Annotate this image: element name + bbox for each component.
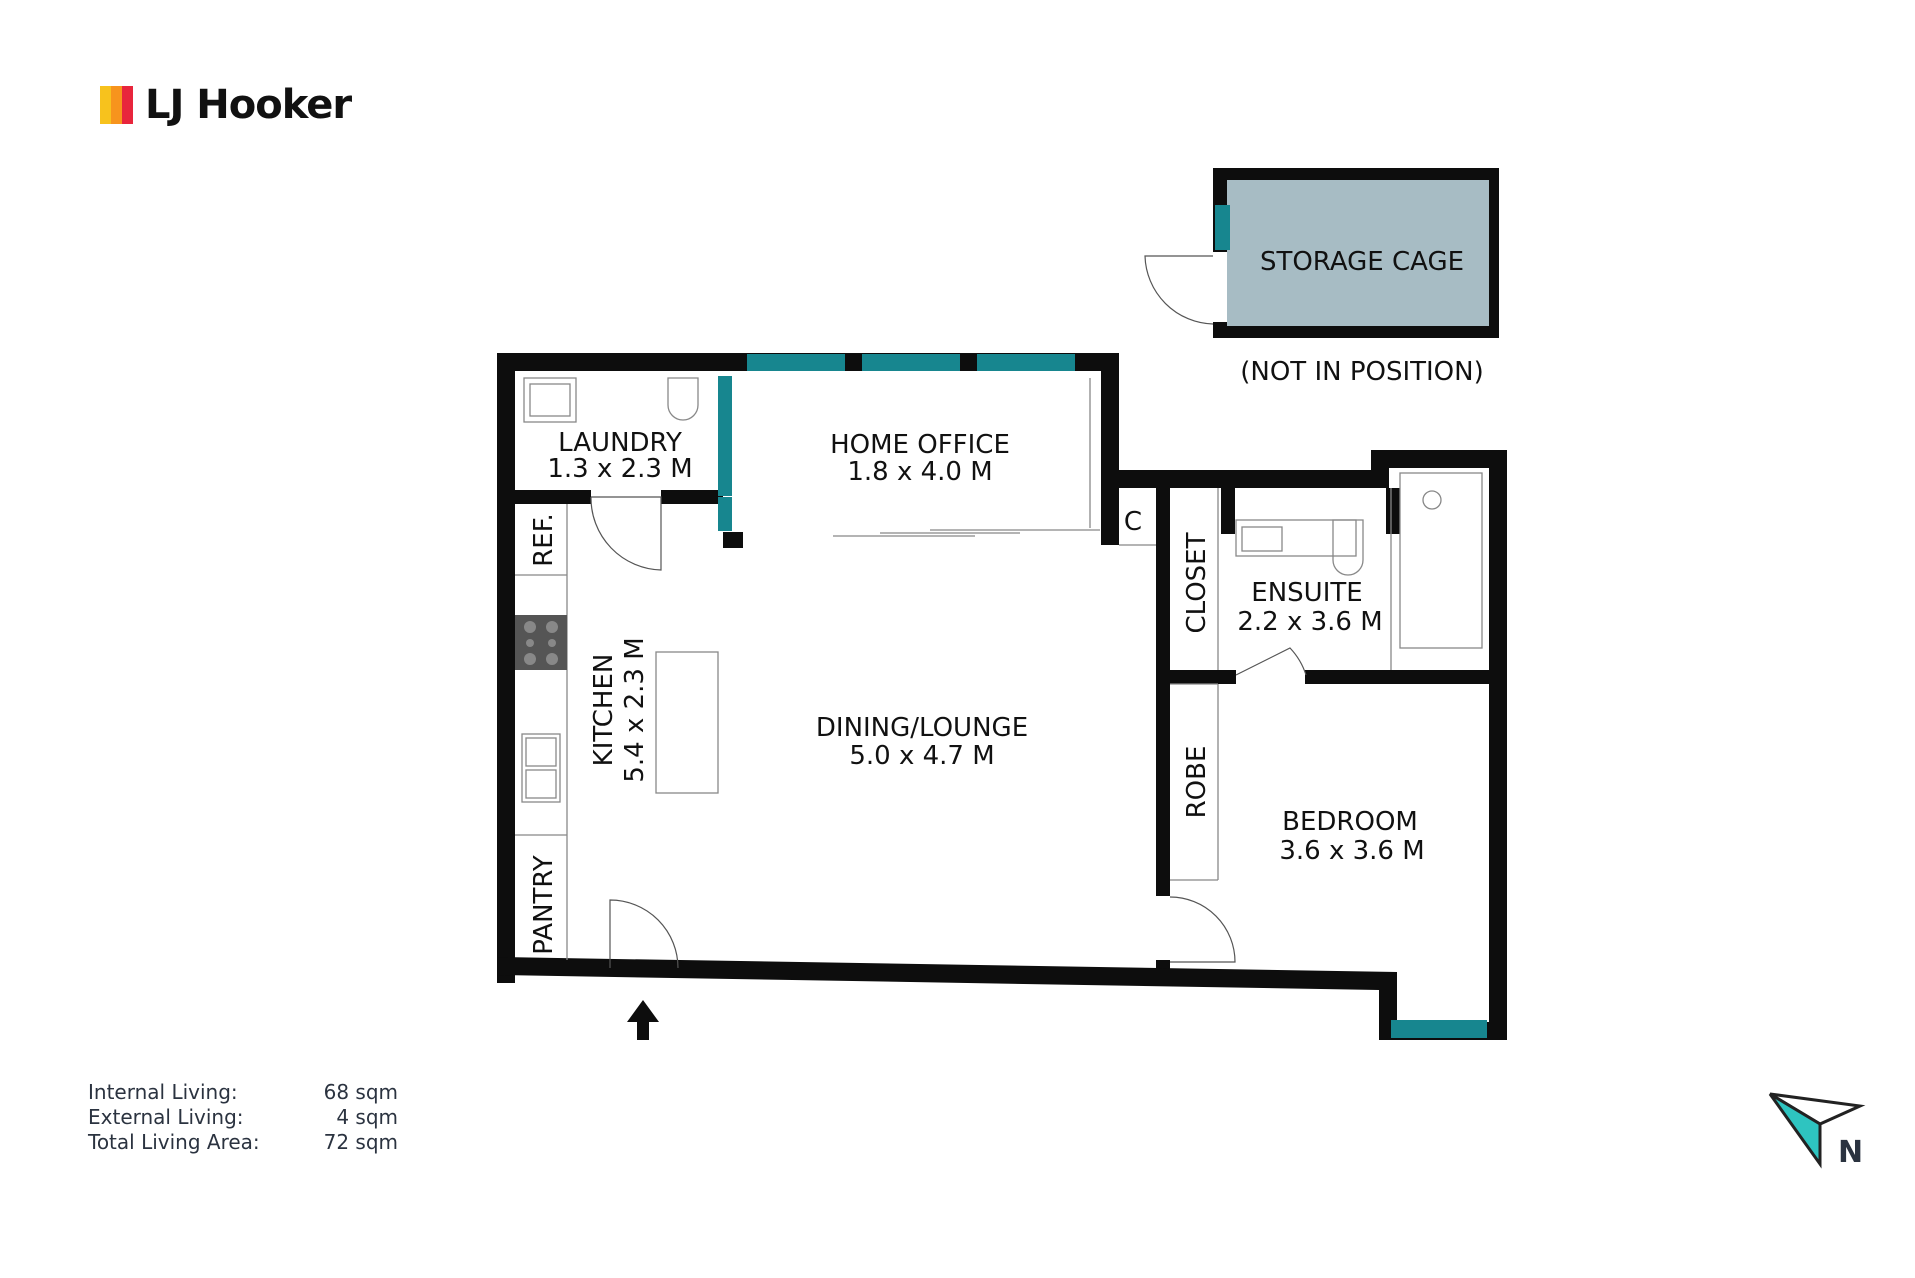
area-row-external: External Living:4 sqm — [88, 1105, 398, 1129]
laundry-toilet-icon — [667, 377, 699, 421]
kitchen-island — [655, 651, 719, 794]
window-icon — [718, 497, 732, 531]
storage-cage-note: (NOT IN POSITION) — [1240, 357, 1484, 387]
laundry-label: LAUNDRY — [558, 428, 682, 458]
area-summary: Internal Living:68 sqm External Living:4… — [88, 1080, 398, 1155]
vanity-icon — [1235, 519, 1357, 557]
window-icon — [718, 376, 732, 496]
brand-name: LJ Hooker — [145, 82, 352, 128]
closet-label: CLOSET — [1182, 532, 1212, 633]
window-icon — [747, 354, 845, 371]
window-icon — [862, 354, 960, 371]
door-swing-icon — [1144, 255, 1214, 325]
storage-cage-label: STORAGE CAGE — [1260, 247, 1464, 277]
compass-north-label: N — [1838, 1135, 1863, 1170]
ensuite-dims: 2.2 x 3.6 M — [1237, 607, 1382, 637]
dining-lounge-label: DINING/LOUNGE — [816, 713, 1028, 743]
window-icon — [977, 354, 1075, 371]
door-swing-icon — [1169, 896, 1236, 963]
kitchen-label: KITCHEN — [589, 654, 619, 767]
cupboard-label: C — [1124, 507, 1142, 537]
cooktop-icon — [515, 615, 567, 670]
bedroom-dims: 3.6 x 3.6 M — [1279, 836, 1424, 866]
door-swing-icon — [590, 496, 662, 571]
storage-window-icon — [1215, 205, 1230, 250]
laundry-tub-icon — [523, 377, 577, 423]
area-row-internal: Internal Living:68 sqm — [88, 1080, 398, 1104]
window-icon — [1391, 1020, 1487, 1038]
storage-cage: STORAGE CAGE (NOT IN POSITION) — [1144, 168, 1499, 387]
ensuite-label: ENSUITE — [1251, 578, 1362, 608]
windows — [718, 354, 1487, 1038]
dining-lounge-dims: 5.0 x 4.7 M — [849, 741, 994, 771]
entry-arrow-icon — [627, 1000, 659, 1040]
shower-icon — [1399, 472, 1483, 649]
sink-icon — [521, 733, 561, 803]
area-row-total: Total Living Area:72 sqm — [88, 1130, 398, 1154]
door-swing-icon — [609, 899, 679, 969]
lj-hooker-logo: LJ Hooker — [100, 80, 352, 130]
toilet-icon — [1332, 519, 1364, 576]
robe-label: ROBE — [1182, 746, 1212, 819]
ref-label: REF. — [529, 513, 559, 567]
home-office-label: HOME OFFICE — [830, 430, 1010, 460]
bedroom-label: BEDROOM — [1282, 807, 1418, 837]
door-swing-icon — [1235, 647, 1307, 676]
home-office-dims: 1.8 x 4.0 M — [847, 457, 992, 487]
kitchen-dims: 5.4 x 2.3 M — [620, 637, 650, 782]
north-compass-icon: N — [1768, 1092, 1866, 1170]
walls — [497, 353, 1507, 1040]
pantry-label: PANTRY — [529, 855, 559, 955]
logo-color-bars-icon — [100, 86, 133, 124]
laundry-dims: 1.3 x 2.3 M — [547, 454, 692, 484]
